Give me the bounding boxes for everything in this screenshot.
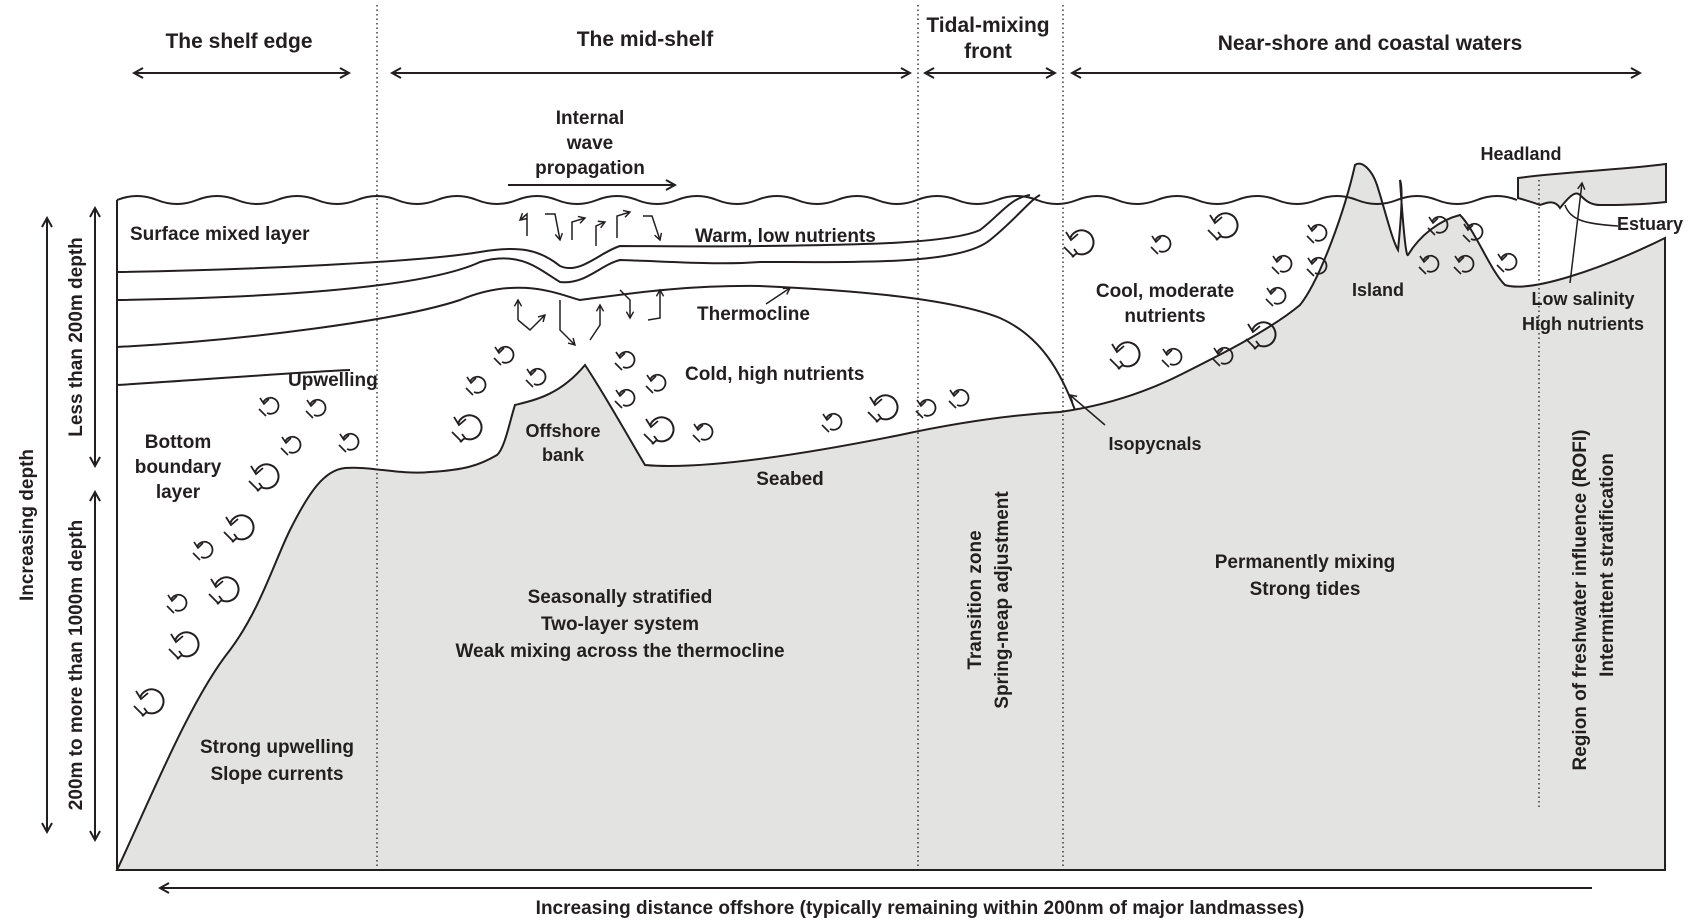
internal-wave-circulation <box>513 209 665 347</box>
label-internal-2: wave <box>566 133 613 154</box>
axis-less-200-label: Less than 200m depth <box>66 237 87 437</box>
label-island: Island <box>1352 280 1404 300</box>
label-high-nutrients: High nutrients <box>1522 314 1644 334</box>
region-nearshore-1: Permanently mixing <box>1215 552 1396 573</box>
label-low-salinity: Low salinity <box>1531 289 1634 309</box>
region-shelf-edge-2: Slope currents <box>210 764 343 785</box>
zone-shelf-edge: The shelf edge <box>165 30 312 53</box>
axis-more-200-label: 200m to more than 1000m depth <box>66 520 87 810</box>
thermocline-upper <box>116 194 1031 273</box>
region-nearshore-2: Strong tides <box>1250 579 1361 600</box>
label-bbl-2: boundary <box>135 457 222 478</box>
region-shelf-edge-1: Strong upwelling <box>200 737 354 758</box>
low-salinity-pointer <box>1569 181 1586 284</box>
label-seabed: Seabed <box>756 469 824 490</box>
label-estuary: Estuary <box>1617 214 1683 234</box>
thermocline-lower <box>116 284 1076 411</box>
label-surface-mixed-layer: Surface mixed layer <box>130 224 310 245</box>
thermocline-middle <box>116 194 1041 301</box>
label-thermocline: Thermocline <box>697 304 810 325</box>
region-rofi-2: Intermittent stratification <box>1597 453 1618 677</box>
region-mid-shelf-3: Weak mixing across the thermocline <box>455 641 784 662</box>
zone-mid-shelf: The mid-shelf <box>577 28 715 51</box>
axis-depth-label: Increasing depth <box>17 449 38 601</box>
label-internal-3: propagation <box>535 158 645 179</box>
label-offshore-bank-1: Offshore <box>525 421 600 441</box>
label-cold-high-nutrients: Cold, high nutrients <box>685 364 864 385</box>
thermocline-deep <box>116 369 351 386</box>
zone-tidal-front-2: front <box>964 40 1012 63</box>
label-cool-moderate-1: Cool, moderate <box>1096 281 1234 302</box>
label-bbl-3: layer <box>156 482 201 503</box>
region-transition-1: Transition zone <box>965 530 986 669</box>
region-rofi-1: Region of freshwater influence (ROFI) <box>1570 430 1591 771</box>
label-warm-low-nutrients: Warm, low nutrients <box>695 226 876 247</box>
label-offshore-bank-2: bank <box>542 445 585 465</box>
zone-nearshore: Near-shore and coastal waters <box>1218 32 1523 55</box>
estuary-pointer <box>1564 204 1619 227</box>
isopycnals-pointer <box>1068 394 1106 426</box>
region-mid-shelf-2: Two-layer system <box>541 614 699 635</box>
label-internal-1: Internal <box>556 108 625 129</box>
label-bbl-1: Bottom <box>145 432 211 453</box>
cross-section-frame <box>116 200 1665 871</box>
zone-tidal-front-1: Tidal-mixing <box>926 14 1049 37</box>
sea-surface <box>116 195 1518 205</box>
headland <box>1517 162 1667 210</box>
label-upwelling: Upwelling <box>288 370 378 391</box>
region-transition-2: Spring-neap adjustment <box>992 491 1013 709</box>
label-headland: Headland <box>1480 144 1561 164</box>
axis-distance-label: Increasing distance offshore (typically … <box>536 898 1305 919</box>
thermocline-pointer <box>765 287 792 305</box>
label-isopycnals: Isopycnals <box>1108 434 1201 454</box>
region-mid-shelf-1: Seasonally stratified <box>528 587 713 608</box>
label-cool-moderate-2: nutrients <box>1124 306 1205 327</box>
seabed-land <box>115 162 1666 871</box>
